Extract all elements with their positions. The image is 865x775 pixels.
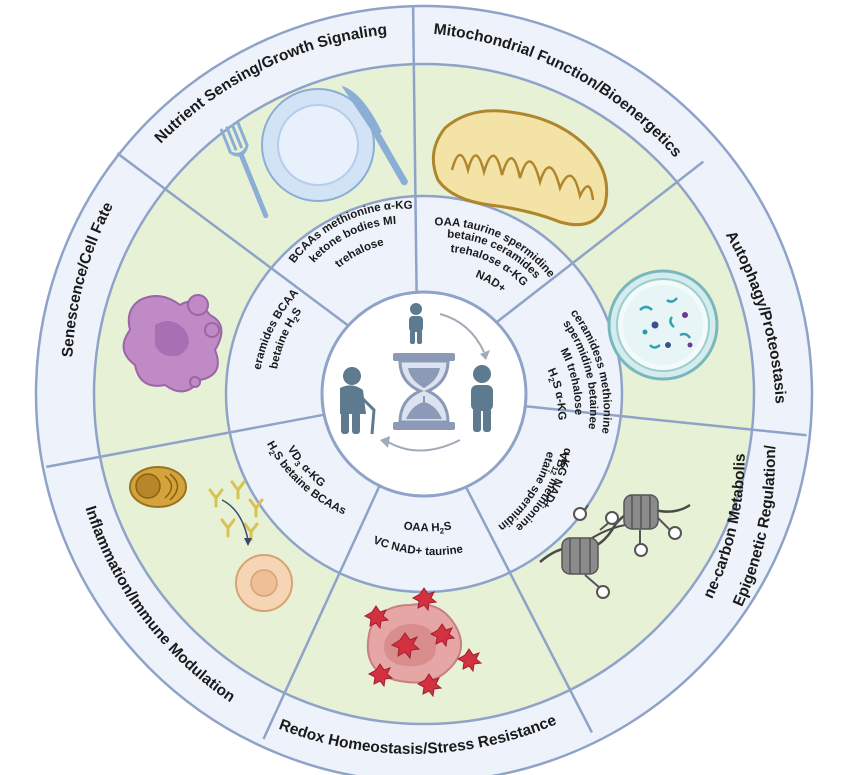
center-aging-icon (340, 303, 493, 452)
adult-person-icon (471, 365, 493, 432)
young-person-icon (409, 303, 423, 344)
immune-cell-icon (129, 466, 293, 612)
plate-fork-knife-icon (219, 85, 408, 219)
senescent-cell-icon (122, 294, 223, 393)
elderly-person-icon (340, 367, 376, 435)
sector-dividers (46, 6, 807, 740)
metabolite-line: OAA H2S (403, 520, 453, 536)
mitochondrion-icon (431, 109, 609, 227)
autophagosome-icon (607, 269, 719, 381)
nucleosome-icon (539, 494, 691, 599)
arrow-head (380, 436, 390, 448)
hourglass-icon (393, 353, 455, 430)
oxidative-stress-cell-icon (363, 587, 483, 698)
cycle-arrow-icon (387, 313, 485, 452)
arrow-head (480, 350, 490, 360)
